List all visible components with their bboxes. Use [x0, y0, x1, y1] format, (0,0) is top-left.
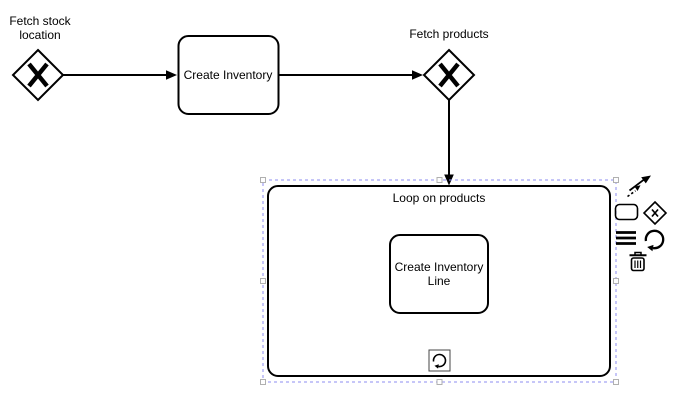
resize-handle-ne[interactable] — [613, 177, 619, 183]
context-pad-toggle-loop-button[interactable] — [641, 227, 667, 253]
context-pad-append-gateway-button[interactable] — [642, 200, 668, 226]
gateway-shape-icon — [642, 200, 668, 226]
task-create-inventory-line[interactable] — [389, 234, 489, 314]
context-pad-connect-button[interactable] — [626, 174, 656, 198]
gateway-label-fetch-products[interactable]: Fetch products — [409, 27, 489, 41]
hamburger-icon — [615, 230, 637, 246]
resize-handle-s[interactable] — [436, 379, 443, 385]
context-pad-append-task-button[interactable] — [614, 202, 640, 222]
resize-handles — [260, 177, 619, 385]
gateway-fetch-products[interactable] — [422, 48, 476, 102]
resize-handle-n[interactable] — [436, 177, 443, 183]
trash-icon — [628, 251, 648, 272]
sequence-flow-to-fetch-products[interactable] — [278, 70, 424, 80]
connect-arrows-icon — [626, 174, 656, 198]
xor-marker-icon — [27, 62, 49, 88]
xor-marker-icon — [438, 62, 460, 88]
task-label-create-inventory-line[interactable]: Create Inventory Line — [394, 260, 484, 288]
gateway-label-fetch-stock-location[interactable]: Fetch stock location — [9, 14, 71, 42]
resize-handle-sw[interactable] — [260, 379, 266, 385]
task-label-create-inventory[interactable]: Create Inventory — [183, 68, 273, 82]
context-pad-delete-button[interactable] — [628, 251, 648, 272]
resize-handle-se[interactable] — [613, 379, 619, 385]
resize-handle-e[interactable] — [613, 278, 619, 284]
task-shape-icon — [614, 202, 640, 222]
loop-marker-icon — [428, 349, 451, 372]
sequence-flow-to-loop-on-products[interactable] — [444, 100, 454, 186]
task-create-inventory[interactable] — [177, 35, 280, 115]
resize-handle-nw[interactable] — [260, 177, 266, 183]
sequence-flow-to-create-inventory[interactable] — [63, 70, 177, 80]
context-pad-menu-button[interactable] — [615, 230, 637, 246]
circular-arrow-icon — [641, 227, 667, 253]
gateway-fetch-stock-location[interactable] — [11, 48, 65, 102]
resize-handle-w[interactable] — [260, 278, 266, 284]
subprocess-label-loop-on-products[interactable]: Loop on products — [392, 191, 486, 205]
